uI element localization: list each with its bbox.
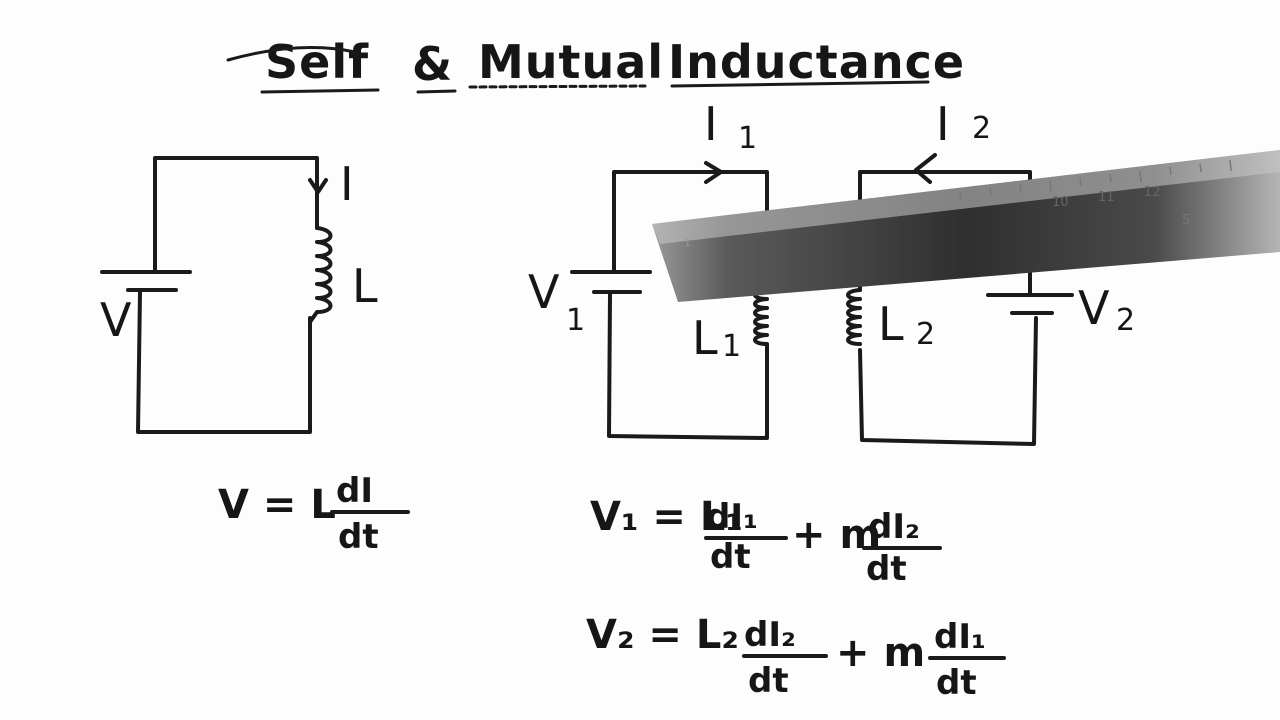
equation2-denominator-1: dt <box>748 661 789 701</box>
circuit-wire-top <box>153 156 319 274</box>
voltage-label: V <box>100 293 132 347</box>
current2-arrow-icon <box>914 153 937 184</box>
voltage2-label: V <box>1078 281 1110 335</box>
ruler-mark: 10 <box>1052 195 1069 210</box>
title-underline-1 <box>260 88 380 94</box>
voltage1-label: V <box>528 265 560 319</box>
title-underline-2 <box>416 89 457 94</box>
equation1-denominator-1: dt <box>710 537 751 577</box>
current1-arrow-icon <box>704 161 723 184</box>
secondary-wire-bottom <box>858 316 1038 446</box>
page-title: Self & Mutual Inductance <box>226 35 965 94</box>
circuit-wire-bottom <box>136 290 312 434</box>
self-inductance-equation: V = L dI dt <box>218 471 410 557</box>
ruler-image: 10 11 12 5 1 <box>652 150 1280 302</box>
equation2-numerator-1: dI₂ <box>744 615 796 655</box>
equation-denominator: dt <box>338 517 379 557</box>
ruler-mark: 1 <box>684 236 691 249</box>
self-inductance-circuit: I V L <box>100 156 378 434</box>
title-underline-3 <box>468 84 647 89</box>
equation2-denominator-2: dt <box>936 663 977 703</box>
ruler-mark: 5 <box>1182 213 1190 228</box>
mutual-equation-2: V₂ = L₂ dI₂ dt + m dI₁ dt <box>586 612 1006 703</box>
title-word-mutual: Mutual <box>478 35 664 89</box>
equation1-numerator-2: dI₂ <box>868 507 920 547</box>
primary-wire-bottom <box>607 292 769 440</box>
title-flourish <box>226 46 357 62</box>
equation1-numerator-1: dI₁ <box>706 497 758 537</box>
inductor2-label: L <box>878 297 904 351</box>
current1-label: I <box>704 97 718 151</box>
current2-label: I <box>936 97 950 151</box>
voltage1-subscript: 1 <box>566 303 585 338</box>
inductor1-label: L <box>692 311 718 365</box>
equation1-mid: + m <box>792 512 881 558</box>
equation2-mid: + m <box>836 630 925 676</box>
inductor2-coil-icon <box>846 288 862 346</box>
inductor-label: L <box>352 259 378 313</box>
ruler-ticks <box>959 159 1232 201</box>
current2-subscript: 2 <box>972 111 991 146</box>
inductor1-subscript: 1 <box>722 329 741 364</box>
title-ampersand: & <box>412 37 453 91</box>
ruler-scale-strip <box>652 150 1280 244</box>
mutual-inductance-circuits: I 1 I 2 V 1 V 2 L 1 L 2 <box>528 97 1135 446</box>
current-arrow-icon <box>308 178 328 194</box>
title-word-self: Self <box>265 35 369 89</box>
current1-subscript: 1 <box>738 121 757 156</box>
inductor1-coil-icon <box>753 288 769 346</box>
mutual-equation-1: V₁ = L₁ dI₁ dt + m dI₂ dt <box>590 494 942 589</box>
equation2-lhs: V₂ = L₂ <box>586 612 739 658</box>
ruler-mark: 12 <box>1144 185 1161 200</box>
ruler-mark: 11 <box>1098 190 1115 205</box>
equation-numerator: dI <box>336 471 373 511</box>
equation2-numerator-2: dI₁ <box>934 617 986 657</box>
voltage2-subscript: 2 <box>1116 303 1135 338</box>
current-label: I <box>340 157 354 211</box>
equation1-lhs: V₁ = L₁ <box>590 494 743 540</box>
inductor-coil-icon <box>308 226 333 324</box>
equation-lhs: V = L <box>218 482 336 528</box>
title-word-inductance: Inductance <box>668 35 965 89</box>
equation1-denominator-2: dt <box>866 549 907 589</box>
title-underline-4 <box>670 80 930 88</box>
inductor2-subscript: 2 <box>916 317 935 352</box>
